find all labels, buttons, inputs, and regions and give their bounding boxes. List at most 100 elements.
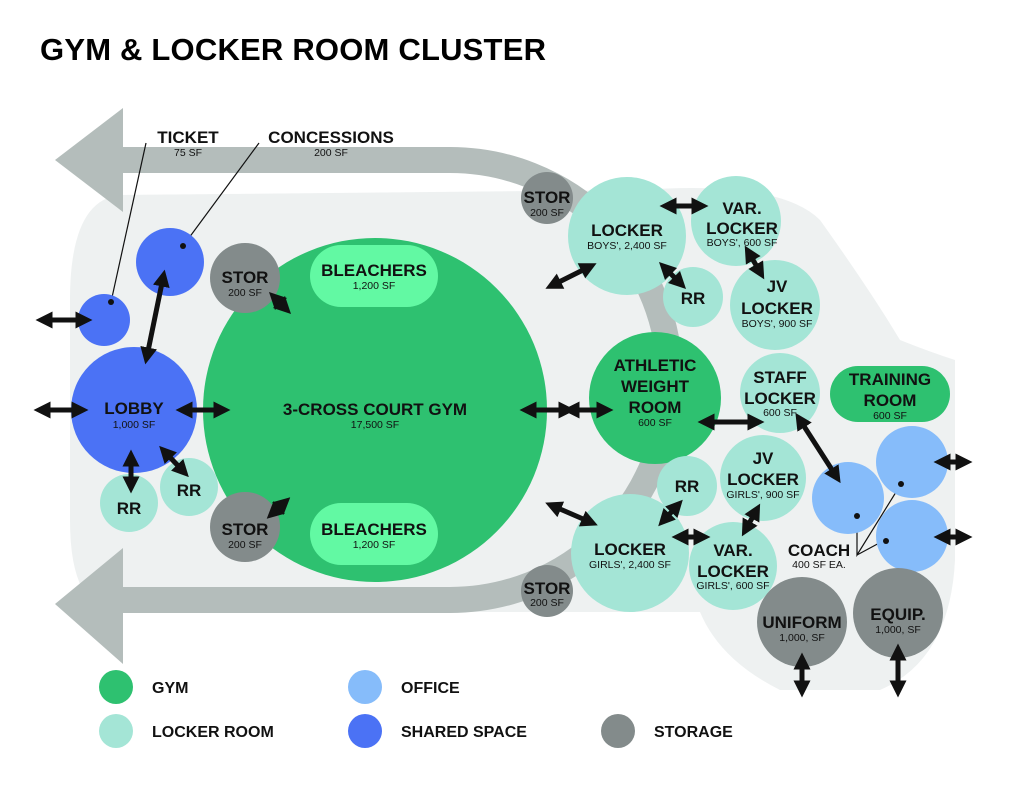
equip-label: EQUIP. [870,605,925,624]
locker-boys-circle[interactable] [568,177,686,295]
rr-lobby-1-label: RR [117,499,142,518]
rr-lobby-1-circle[interactable] [100,474,158,532]
staff-locker-line2: LOCKER [744,389,816,408]
arrow-staff-coach [795,412,841,484]
var-locker-boys-line1: VAR. [722,199,761,218]
ticket-circle[interactable] [78,294,130,346]
bleachers-top[interactable] [310,245,438,307]
weight-room-line3: ROOM [629,398,682,417]
training-room[interactable] [830,366,950,422]
equip-circle[interactable] [853,568,943,658]
arrow-var-jv-boys [744,245,765,280]
stor-girls-area: 200 SF [530,597,564,609]
rr-boys-label: RR [681,289,706,308]
lobby-circle[interactable] [71,347,197,473]
var-locker-boys-circle[interactable] [691,176,781,266]
training-room-line2: ROOM [864,391,917,410]
weight-room-area: 600 SF [638,417,672,429]
stor-gym-top-area: 200 SF [228,287,262,299]
staff-locker-area: 600 SF [763,407,797,419]
training-room-line1: TRAINING [849,370,931,389]
weight-room-line1: ATHLETIC [614,356,697,375]
legend-label-shared-space: SHARED SPACE [401,724,527,741]
stor-girls-circle[interactable] [521,565,573,617]
var-locker-girls-line2: LOCKER [697,562,769,581]
bleachers-top-label: BLEACHERS [321,261,427,280]
var-locker-boys-area: BOYS', 600 SF [707,237,778,249]
stor-gym-bottom-label: STOR [222,520,269,539]
arrow-corridor-locker-girls [545,501,598,527]
weight-room-circle[interactable] [589,332,721,464]
locker-boys-area: BOYS', 2,400 SF [587,240,667,252]
jv-locker-girls-circle[interactable] [720,435,806,521]
legend-swatch-locker-room [99,714,133,748]
equip-area: 1,000, SF [875,624,921,636]
weight-room-line2: WEIGHT [621,377,690,396]
rr-girls-label: RR [675,477,700,496]
legend-swatch-shared-space [348,714,382,748]
rr-lobby-2-label: RR [177,481,202,500]
stor-gym-top-circle[interactable] [210,243,280,313]
concessions-callout-label: CONCESSIONS [268,128,394,147]
stor-gym-bottom-circle[interactable] [210,492,280,562]
jv-locker-boys-line2: LOCKER [741,299,813,318]
gym-circle[interactable] [203,238,547,582]
coach-office-1-circle[interactable] [812,462,884,534]
lobby-label: LOBBY [104,399,164,418]
stor-boys-circle[interactable] [521,172,573,224]
var-locker-girls-area: GIRLS', 600 SF [696,580,769,592]
gym-label: 3-CROSS COURT GYM [283,400,467,419]
ticket-callout-area: 75 SF [174,147,202,159]
concessions-callout-area: 200 SF [314,147,348,159]
arrow-var-jv-girls [741,503,761,537]
stor-girls-label: STOR [524,579,571,598]
arrow-corridor-locker-boys [545,263,597,289]
uniform-circle[interactable] [757,577,847,667]
var-locker-girls-line1: VAR. [713,541,752,560]
gym-area: 17,500 SF [351,419,399,431]
coach-leader-dot-1 [854,513,860,519]
arrow-lobby-rr-2 [159,445,189,478]
legend-label-locker-room: LOCKER ROOM [152,724,274,741]
concessions-circle[interactable] [136,228,204,296]
locker-boys-label: LOCKER [591,221,663,240]
coach-leader-dot-3 [883,538,889,544]
jv-locker-boys-area: BOYS', 900 SF [742,318,813,330]
training-room-area: 600 SF [873,410,907,422]
bleachers-top-area: 1,200 SF [353,280,396,292]
concessions-leader-dot [180,243,186,249]
lobby-area: 1,000 SF [113,419,156,431]
ticket-leader-dot [108,299,114,305]
arrow-locker-boys-rr [658,261,687,290]
uniform-area: 1,000, SF [779,632,825,644]
coach-label: COACH [788,541,850,560]
var-locker-boys-line2: LOCKER [706,219,778,238]
coach-office-3-circle[interactable] [876,500,948,572]
coach-office-2-circle[interactable] [876,426,948,498]
locker-girls-area: GIRLS', 2,400 SF [589,559,671,571]
legend-swatch-storage [601,714,635,748]
arrow-stor-gym-top [268,291,292,315]
locker-girls-label: LOCKER [594,540,666,559]
circulation-arrowhead-top [55,108,123,212]
stor-gym-top-label: STOR [222,268,269,287]
var-locker-girls-circle[interactable] [689,522,777,610]
stor-boys-label: STOR [524,188,571,207]
diagram-title: GYM & LOCKER ROOM CLUSTER [40,32,547,67]
stor-gym-bottom-area: 200 SF [228,539,262,551]
staff-locker-line1: STAFF [753,368,807,387]
legend-label-gym: GYM [152,680,188,697]
jv-locker-girls-line1: JV [753,449,774,468]
bleachers-bottom[interactable] [310,503,438,565]
jv-locker-boys-circle[interactable] [730,260,820,350]
jv-locker-boys-line1: JV [767,277,788,296]
arrow-stor-gym-bottom [266,497,291,519]
uniform-label: UNIFORM [762,613,841,632]
bleachers-bottom-label: BLEACHERS [321,520,427,539]
jv-locker-girls-line2: LOCKER [727,470,799,489]
jv-locker-girls-area: GIRLS', 900 SF [726,489,799,501]
legend-swatch-office [348,670,382,704]
coach-leader-dot-2 [898,481,904,487]
stor-boys-area: 200 SF [530,207,564,219]
